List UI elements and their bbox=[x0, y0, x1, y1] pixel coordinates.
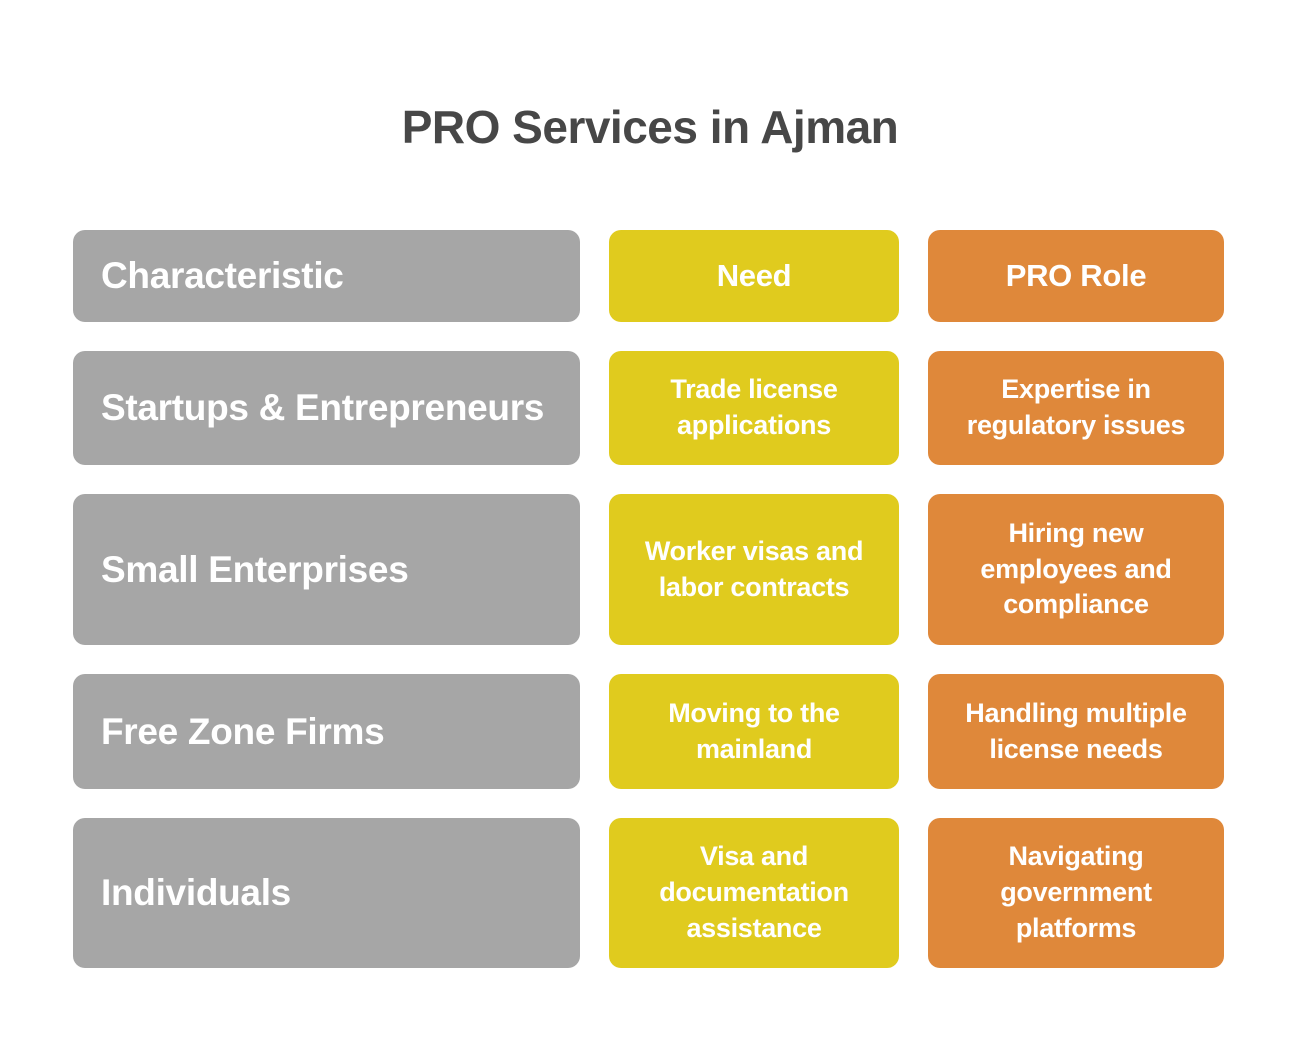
services-table: Characteristic Need PRO Role Startups & … bbox=[73, 230, 1224, 968]
cell-characteristic-individuals: Individuals bbox=[73, 818, 580, 968]
cell-pro-role-startups: Expertise in regulatory issues bbox=[928, 351, 1224, 465]
page-title: PRO Services in Ajman bbox=[401, 101, 899, 153]
cell-need-startups: Trade license applications bbox=[609, 351, 899, 465]
header-need: Need bbox=[609, 230, 899, 322]
cell-characteristic-startups: Startups & Entrepreneurs bbox=[73, 351, 580, 465]
cell-pro-role-individuals: Navigating government platforms bbox=[928, 818, 1224, 968]
header-pro-role: PRO Role bbox=[928, 230, 1224, 322]
cell-characteristic-small-enterprises: Small Enterprises bbox=[73, 494, 580, 645]
header-characteristic: Characteristic bbox=[73, 230, 580, 322]
cell-need-individuals: Visa and documentation assistance bbox=[609, 818, 899, 968]
cell-pro-role-small-enterprises: Hiring new employees and compliance bbox=[928, 494, 1224, 645]
cell-characteristic-free-zone: Free Zone Firms bbox=[73, 674, 580, 789]
cell-need-free-zone: Moving to the mainland bbox=[609, 674, 899, 789]
cell-need-small-enterprises: Worker visas and labor contracts bbox=[609, 494, 899, 645]
cell-pro-role-free-zone: Handling multiple license needs bbox=[928, 674, 1224, 789]
